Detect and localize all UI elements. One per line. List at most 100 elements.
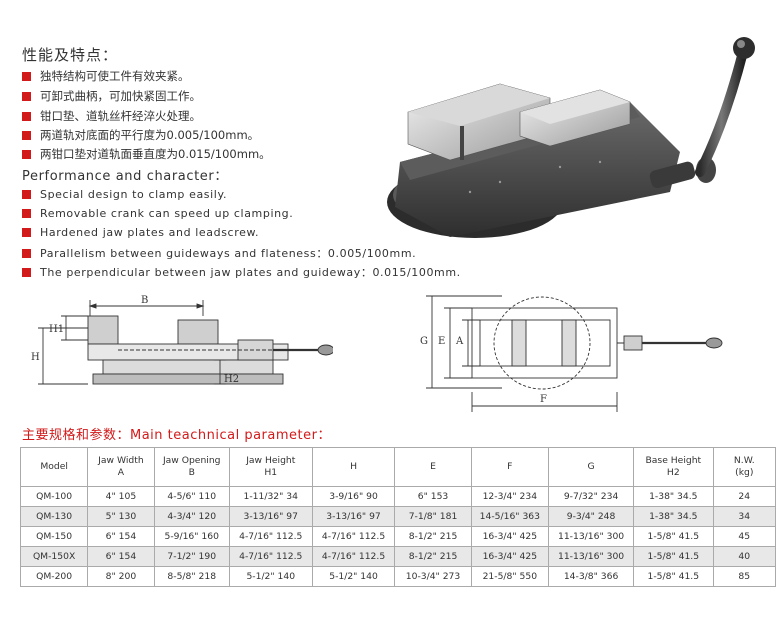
cell: 6" 153 [394,486,472,507]
feature-cn-text: 独特结构可使工件有效夹紧。 [40,69,190,83]
feature-cn-item: 两钳口垫对道轨面垂直度为0.015/100mm。 [22,146,271,162]
cell: 16-3/4" 425 [470,546,550,567]
cell: 11-13/16" 300 [548,546,635,567]
cell: 3-13/16" 97 [228,506,313,527]
side-view-drawing: B H H1 H2 [31,295,333,385]
bullet-icon [22,248,31,258]
cell: QM-130 [19,506,89,527]
cell: 34 [712,506,777,527]
label-h1: H1 [49,324,64,335]
cell: 12-3/4" 234 [470,486,550,507]
header-model: Model [19,447,89,487]
cell: 1-5/8" 41.5 [633,526,714,547]
label-f: F [540,394,547,405]
feature-cn-item: 两道轨对底面的平行度为0.005/100mm。 [22,127,259,143]
bullet-icon [22,190,31,199]
cell: 9-7/32" 234 [548,486,635,507]
bullet-icon [22,71,31,81]
bullet-icon [22,130,31,140]
cell: 1-11/32" 34 [228,486,313,507]
label-h: H [31,352,40,363]
cell: 9-3/4" 248 [548,506,635,527]
cell: 8" 200 [87,566,155,587]
bullet-icon [22,228,31,237]
cell: 24 [712,486,777,507]
feature-cn-item: 可卸式曲柄，可加快紧固工作。 [22,88,201,104]
cell: 5" 130 [87,506,155,527]
cell: 8-1/2" 215 [394,526,472,547]
features-title-cn: 性能及特点： [22,46,119,64]
feature-en-text: The perpendicular between jaw plates and… [40,266,461,279]
cell: 45 [712,526,777,547]
cell: 6" 154 [87,546,155,567]
feature-en-text: Hardened jaw plates and leadscrew. [40,226,260,239]
bullet-icon [22,209,31,218]
cell: 40 [712,546,777,567]
cell: 5-9/16" 160 [153,526,230,547]
feature-cn-text: 钳口垫、道轨丝杆经淬火处理。 [40,109,201,123]
bullet-icon [22,267,31,277]
cell: 21-5/8" 550 [470,566,550,587]
features-title-en: Performance and character： [22,169,228,184]
cell: 16-3/4" 425 [470,526,550,547]
label-g: G [420,336,428,347]
cell: 85 [712,566,777,587]
feature-en-item: Special design to clamp easily. [22,188,227,201]
cell: 4-3/4" 120 [153,506,230,527]
cell: 4-7/16" 112.5 [228,526,313,547]
cell: 14-3/8" 366 [548,566,635,587]
header-nw: N.W.(kg) [712,447,777,487]
cell: 1-5/8" 41.5 [633,566,714,587]
label-a: A [455,336,464,347]
label-h2: H2 [224,374,239,385]
feature-en-item: Hardened jaw plates and leadscrew. [22,226,259,239]
cell: 4" 105 [87,486,155,507]
params-title: 主要规格和参数：Main teachnical parameter： [22,428,331,443]
cell: 10-3/4" 273 [394,566,472,587]
cell: 6" 154 [87,526,155,547]
cell: QM-100 [19,486,89,507]
cell: 3-9/16" 90 [311,486,396,507]
top-view-drawing: G E A F [420,295,723,412]
cell: 1-38" 34.5 [633,506,714,527]
feature-cn-text: 可卸式曲柄，可加快紧固工作。 [40,89,201,103]
vise-product-photo [387,37,755,238]
cell: QM-150 [19,526,89,547]
cell: QM-150X [19,546,89,567]
feature-en-text: Special design to clamp easily. [40,188,228,201]
cell: 8-5/8" 218 [153,566,230,587]
cell: 11-13/16" 300 [548,526,635,547]
cell: 4-5/6" 110 [153,486,230,507]
feature-en-text: Parallelism between guideways and flaten… [40,247,417,260]
cell: 4-7/16" 112.5 [228,546,313,567]
header-g: G [548,447,635,487]
cell: 1-5/8" 41.5 [633,546,714,567]
header-f: F [470,447,550,487]
header-e: E [394,447,472,487]
cell: 5-1/2" 140 [228,566,313,587]
feature-cn-item: 独特结构可使工件有效夹紧。 [22,68,190,84]
feature-cn-text: 两钳口垫对道轨面垂直度为0.015/100mm。 [40,147,271,161]
bullet-icon [22,149,31,159]
cell: 14-5/16" 363 [470,506,550,527]
cell: 4-7/16" 112.5 [311,526,396,547]
cell: 4-7/16" 112.5 [311,546,396,567]
cell: 7-1/2" 190 [153,546,230,567]
feature-cn-text: 两道轨对底面的平行度为0.005/100mm。 [40,128,260,142]
bullet-icon [22,111,31,121]
cell: 5-1/2" 140 [311,566,396,587]
feature-en-item: Removable crank can speed up clamping. [22,207,293,220]
cell: 3-13/16" 97 [311,506,396,527]
label-b: B [141,295,148,306]
bullet-icon [22,91,31,101]
